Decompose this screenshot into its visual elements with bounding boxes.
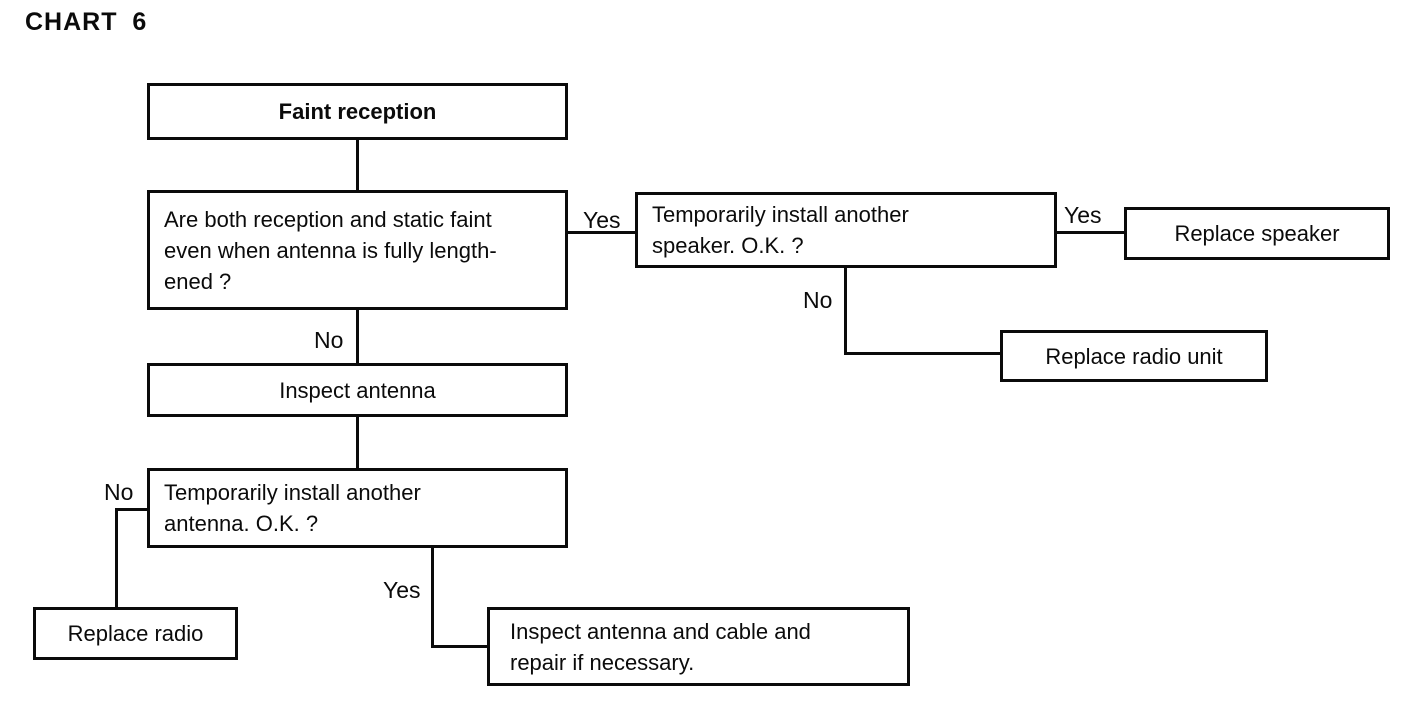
connector-speaker-no-to-replace-radio-unit [844,352,1000,355]
connector-faint-to-question [356,140,359,190]
connector-speaker-no-vertical [844,268,847,355]
node-line: Temporarily install another [652,202,909,227]
connector-antenna-yes-vertical [431,548,434,648]
node-line: antenna. O.K. ? [164,511,319,536]
edge-label-speaker-no: No [803,287,833,313]
node-inspect-antenna: Inspect antenna [147,363,568,417]
node-faint-reception: Faint reception [147,83,568,140]
node-line: speaker. O.K. ? [652,233,804,258]
connector-question-no-to-inspect-antenna [356,310,359,363]
edge-label-speaker-yes: Yes [1064,202,1102,228]
node-label: Replace speaker [1174,221,1340,246]
edge-label-question-no: No [314,327,344,353]
connector-antenna-no-horizontal [115,508,147,511]
node-line: repair if necessary. [510,649,695,675]
node-inspect-antenna-cable: Inspect antenna and cable and repair if … [487,607,910,686]
node-speaker-test: Temporarily install another speaker. O.K… [635,192,1057,268]
node-replace-speaker: Replace speaker [1124,207,1390,260]
node-label: Replace radio unit [1045,343,1223,369]
node-line: Temporarily install another [164,480,421,505]
connector-antenna-no-to-replace-radio [115,508,118,607]
connector-inspect-antenna-to-antenna-test [356,417,359,468]
node-label: Faint reception [278,99,437,124]
node-label: Replace radio [67,621,204,646]
node-replace-radio-unit: Replace radio unit [1000,330,1268,382]
node-line: ened ? [164,268,232,294]
connector-question-yes-to-speaker [568,231,635,234]
edge-label-antenna-yes: Yes [383,577,421,603]
node-replace-radio: Replace radio [33,607,238,660]
node-line: even when antenna is fully length- [164,237,497,263]
connector-antenna-yes-to-inspect-cable [431,645,487,648]
node-line: Inspect antenna and cable and [510,618,811,644]
node-label: Inspect antenna [279,377,436,403]
page-title: CHART 6 [25,8,148,36]
edge-label-antenna-no: No [104,479,134,505]
edge-label-question-yes: Yes [583,207,621,233]
node-antenna-test: Temporarily install another antenna. O.K… [147,468,568,548]
connector-speaker-yes-to-replace-speaker [1057,231,1124,234]
node-line: Are both reception and static faint [164,206,492,232]
node-question-reception-static: Are both reception and static faint even… [147,190,568,310]
